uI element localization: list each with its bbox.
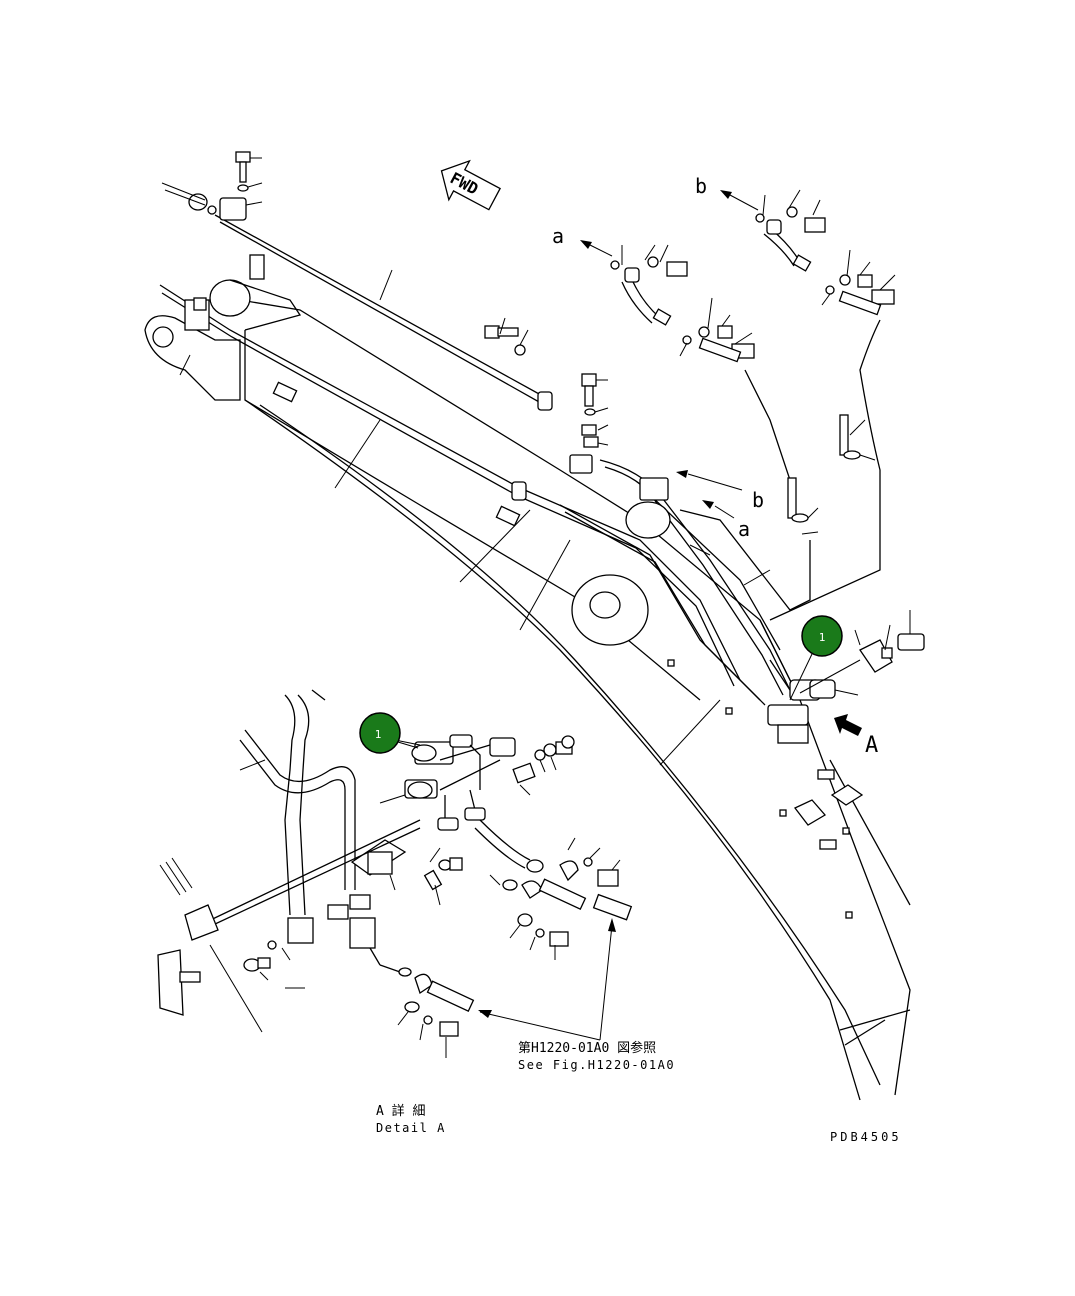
arrow-a-mid: a xyxy=(702,500,750,541)
label-b-top: b xyxy=(695,174,707,198)
arrow-b-mid: b xyxy=(676,470,764,512)
label-b-mid: b xyxy=(752,488,764,512)
hardware-mid xyxy=(484,317,609,448)
arrow-b-top: b xyxy=(695,174,759,211)
figure-code: PDB4505 xyxy=(830,1130,902,1144)
view-a-arrow: A xyxy=(834,714,878,758)
callout-1-main-number: 1 xyxy=(819,631,826,644)
label-a-mid: a xyxy=(738,517,750,541)
detail-title-en: Detail A xyxy=(376,1121,446,1135)
boom-body xyxy=(144,279,911,1101)
reference-jp: 第H1220-01A0 図参照 xyxy=(518,1040,656,1056)
label-a-top: a xyxy=(552,224,564,248)
forward-direction-arrow: FWD xyxy=(440,159,502,211)
reference-en: See Fig.H1220-01A0 xyxy=(518,1058,675,1072)
bracket-right xyxy=(799,610,925,696)
leader-lines xyxy=(179,269,771,766)
rod-fittings xyxy=(184,254,671,539)
hardware-top-left xyxy=(161,151,263,221)
callout-1-detail-number: 1 xyxy=(375,728,382,741)
callout-1-detail-circle xyxy=(359,712,401,754)
callout-1-main-circle xyxy=(801,615,843,657)
callout-1-detail[interactable]: 1 xyxy=(359,712,419,754)
detail-a-drawing xyxy=(157,689,633,1058)
detail-title-jp: A 詳 細 xyxy=(376,1103,425,1119)
hardware-upper-right xyxy=(610,189,896,535)
label-view-a: A xyxy=(865,733,878,758)
arrow-a-top: a xyxy=(552,224,613,257)
grease-lines xyxy=(159,214,881,744)
callout-1-main[interactable]: 1 xyxy=(789,615,843,701)
